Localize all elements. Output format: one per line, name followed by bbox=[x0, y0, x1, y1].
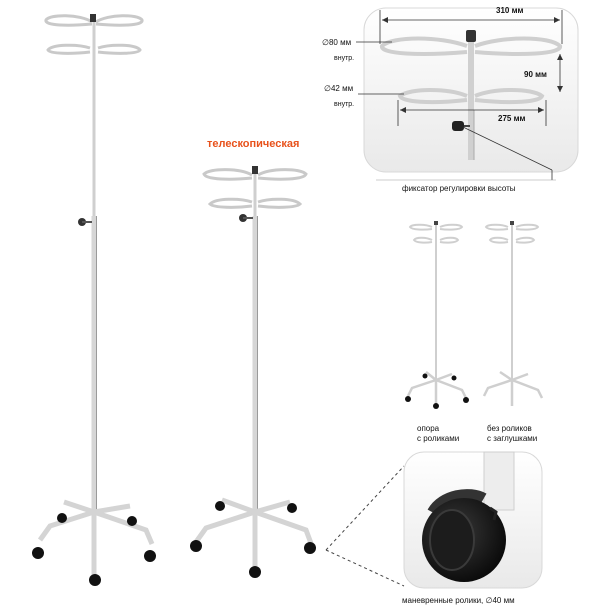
caster-closeup bbox=[403, 451, 543, 589]
variant-2-line1: без роликов bbox=[487, 424, 532, 433]
variant-with-casters bbox=[405, 221, 469, 409]
telescopic-title: телескопическая bbox=[207, 138, 299, 150]
dim-hook-small: ∅42 мм bbox=[324, 84, 353, 93]
caster-icon bbox=[463, 397, 469, 403]
caster-icon bbox=[127, 516, 137, 526]
caster-caption: маневренные ролики, ∅40 мм bbox=[402, 596, 515, 605]
caster-icon bbox=[422, 373, 428, 379]
caster-icon bbox=[249, 566, 261, 578]
top-cap-icon bbox=[252, 166, 258, 174]
height-lock-label: фиксатор регулировки высоты bbox=[402, 184, 516, 193]
caster-icon bbox=[89, 574, 101, 586]
dim-width-inner: 275 мм bbox=[498, 114, 525, 123]
detail-box-top: 310 мм ∅80 мм внутр. 90 мм ∅42 мм внутр. bbox=[322, 6, 579, 180]
dim-vertical-gap: 90 мм bbox=[524, 70, 547, 79]
caster-icon bbox=[405, 396, 411, 402]
caster-icon bbox=[451, 375, 457, 381]
height-lock-knob-icon bbox=[452, 121, 464, 131]
caster-icon bbox=[287, 503, 297, 513]
dim-width-outer: 310 мм bbox=[496, 6, 523, 15]
variant-with-plugs bbox=[482, 221, 544, 406]
dim-hook-small-suffix: внутр. bbox=[334, 101, 354, 108]
stand-tall bbox=[32, 14, 156, 586]
variant-2-line2: с заглушками bbox=[487, 434, 537, 443]
caster-icon bbox=[57, 513, 67, 523]
caster-icon bbox=[32, 547, 44, 559]
dim-hook-large: ∅80 мм bbox=[322, 38, 351, 47]
caster-icon bbox=[190, 540, 202, 552]
caster-icon bbox=[433, 403, 439, 409]
caster-icon bbox=[144, 550, 156, 562]
top-cap-icon bbox=[90, 14, 96, 22]
variant-1-line1: опора bbox=[417, 424, 440, 433]
caster-icon bbox=[215, 501, 225, 511]
caster-icon bbox=[304, 542, 316, 554]
stand-telescopic bbox=[190, 166, 316, 578]
top-cap-icon bbox=[466, 30, 476, 42]
dim-hook-large-suffix: внутр. bbox=[334, 55, 354, 62]
variant-1-line2: с роликами bbox=[417, 434, 459, 443]
